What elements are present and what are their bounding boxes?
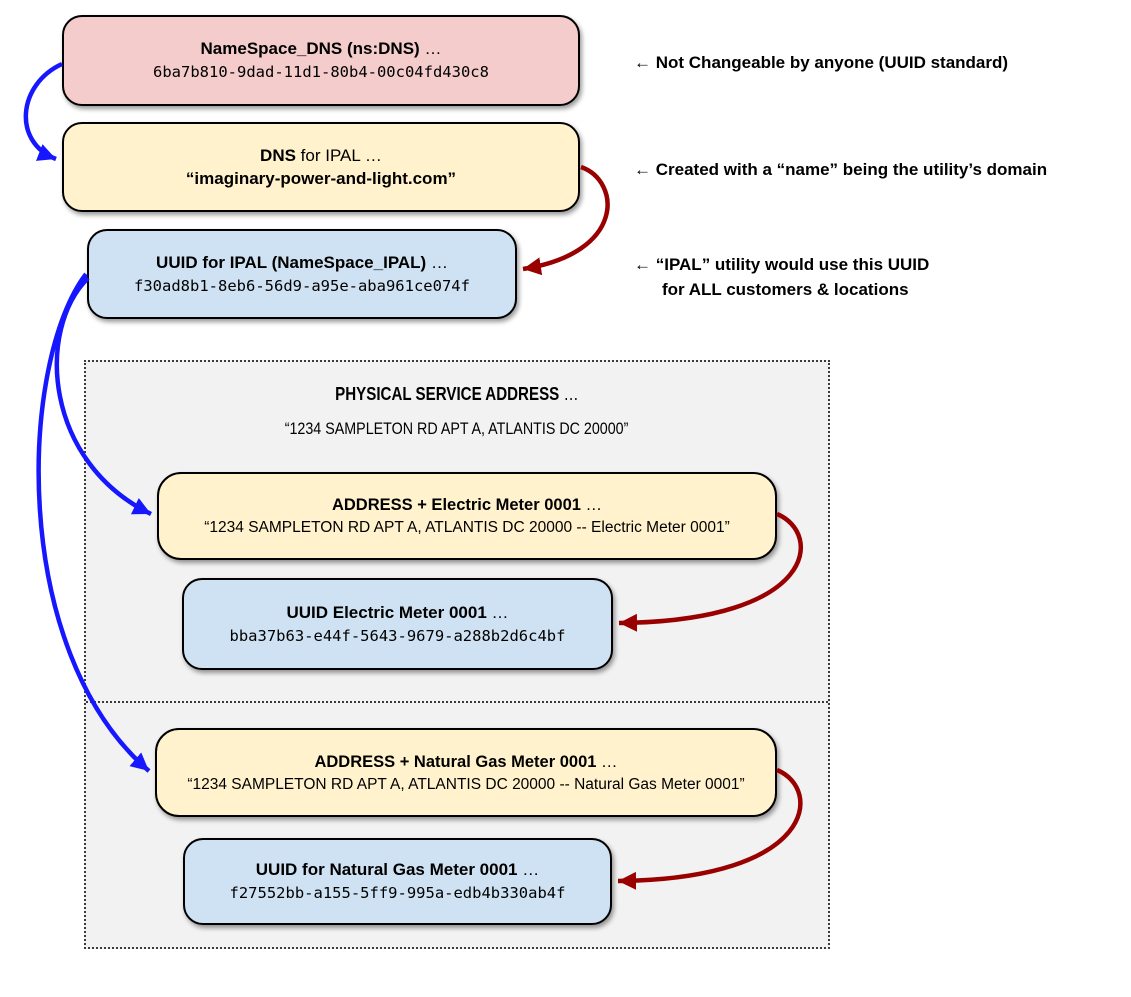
annotation-not-changeable: ← Not Changeable by anyone (UUID standar… (634, 50, 1008, 75)
dns-ipal-domain: “imaginary-power-and-light.com” (186, 167, 456, 190)
uuid-ipal-title-bold: UUID for IPAL (NameSpace_IPAL) (156, 252, 427, 272)
service-address-heading-ellipsis: … (559, 384, 579, 404)
gas-address-title-bold: ADDRESS + Natural Gas Meter 0001 (314, 752, 597, 771)
annotation-ipal-usage-line2-text: for ALL customers & locations (662, 280, 909, 299)
arrow-ns-dns-to-dns (23, 61, 63, 162)
uuid-ipal-uuid: f30ad8b1-8eb6-56d9-a95e-aba961ce074f (134, 276, 470, 295)
annotation-created-with-name: ← Created with a “name” being the utilit… (634, 157, 1047, 182)
box-uuid-for-ipal: UUID for IPAL (NameSpace_IPAL) … f30ad8b… (87, 229, 517, 319)
box-dns-for-ipal: DNS for IPAL … “imaginary-power-and-ligh… (62, 122, 580, 212)
electric-address-title-ellipsis: … (580, 496, 603, 514)
service-address-value: “1234 SAMPLETON RD APT A, ATLANTIS DC 20… (86, 419, 828, 439)
gas-uuid-title: UUID for Natural Gas Meter 0001 … (256, 858, 539, 881)
annotation-ipal-usage-line1: ← “IPAL” utility would use this UUID (634, 252, 929, 277)
meter-sections-divider (86, 701, 828, 703)
annotation-created-with-name-text: Created with a “name” being the utility’… (655, 160, 1048, 179)
electric-uuid-title-ellipsis: … (486, 602, 509, 622)
annotation-ipal-usage: ← “IPAL” utility would use this UUID for… (634, 252, 929, 302)
namespace-dns-uuid: 6ba7b810-9dad-11d1-80b4-00c04fd430c8 (153, 63, 489, 81)
uuid-ipal-title-ellipsis: … (426, 252, 448, 272)
box-uuid-electric-meter: UUID Electric Meter 0001 … bba37b63-e44f… (182, 578, 613, 670)
box-namespace-dns: NameSpace_DNS (ns:DNS) … 6ba7b810-9dad-1… (62, 15, 580, 106)
electric-uuid-value: bba37b63-e44f-5643-9679-a288b2d6c4bf (229, 626, 566, 645)
left-arrow-icon: ← (634, 160, 651, 179)
gas-uuid-title-ellipsis: … (517, 860, 540, 879)
gas-address-title: ADDRESS + Natural Gas Meter 0001 … (314, 750, 617, 774)
annotation-not-changeable-text: Not Changeable by anyone (UUID standard) (655, 53, 1009, 72)
box-address-gas-meter: ADDRESS + Natural Gas Meter 0001 … “1234… (155, 728, 777, 817)
electric-address-title-bold: ADDRESS + Electric Meter 0001 (331, 496, 581, 514)
electric-uuid-title-bold: UUID Electric Meter 0001 (286, 602, 487, 622)
gas-address-value: “1234 SAMPLETON RD APT A, ATLANTIS DC 20… (187, 775, 745, 793)
namespace-dns-title: NameSpace_DNS (ns:DNS) … (201, 37, 442, 60)
gas-uuid-title-bold: UUID for Natural Gas Meter 0001 (255, 860, 518, 879)
electric-address-value: “1234 SAMPLETON RD APT A, ATLANTIS DC 20… (204, 519, 730, 536)
namespace-dns-title-bold: NameSpace_DNS (ns:DNS) (200, 39, 420, 58)
gas-uuid-value: f27552bb-a155-5ff9-995a-edb4b330ab4f (229, 884, 566, 902)
service-address-text: “1234 SAMPLETON RD APT A, ATLANTIS DC 20… (285, 419, 629, 438)
dns-ipal-title-bold: DNS (260, 146, 296, 165)
namespace-dns-title-ellipsis: … (419, 39, 442, 58)
gas-address-title-ellipsis: … (596, 752, 618, 771)
electric-uuid-title: UUID Electric Meter 0001 … (286, 601, 508, 624)
service-address-heading: PHYSICAL SERVICE ADDRESS … (86, 384, 828, 405)
uuid-ipal-title: UUID for IPAL (NameSpace_IPAL) … (156, 251, 448, 274)
dns-ipal-title-rest: for IPAL … (295, 146, 382, 165)
electric-address-title: ADDRESS + Electric Meter 0001 … (332, 493, 602, 517)
dns-ipal-domain-text: “imaginary-power-and-light.com” (185, 169, 457, 188)
annotation-ipal-usage-line1-text: “IPAL” utility would use this UUID (655, 255, 930, 274)
left-arrow-icon: ← (634, 53, 651, 72)
service-address-heading-text: PHYSICAL SERVICE ADDRESS (335, 384, 560, 404)
box-uuid-gas-meter: UUID for Natural Gas Meter 0001 … f27552… (183, 838, 612, 925)
box-address-electric-meter: ADDRESS + Electric Meter 0001 … “1234 SA… (157, 472, 777, 560)
left-arrow-icon: ← (634, 255, 651, 274)
dns-ipal-title: DNS for IPAL … (260, 144, 382, 167)
